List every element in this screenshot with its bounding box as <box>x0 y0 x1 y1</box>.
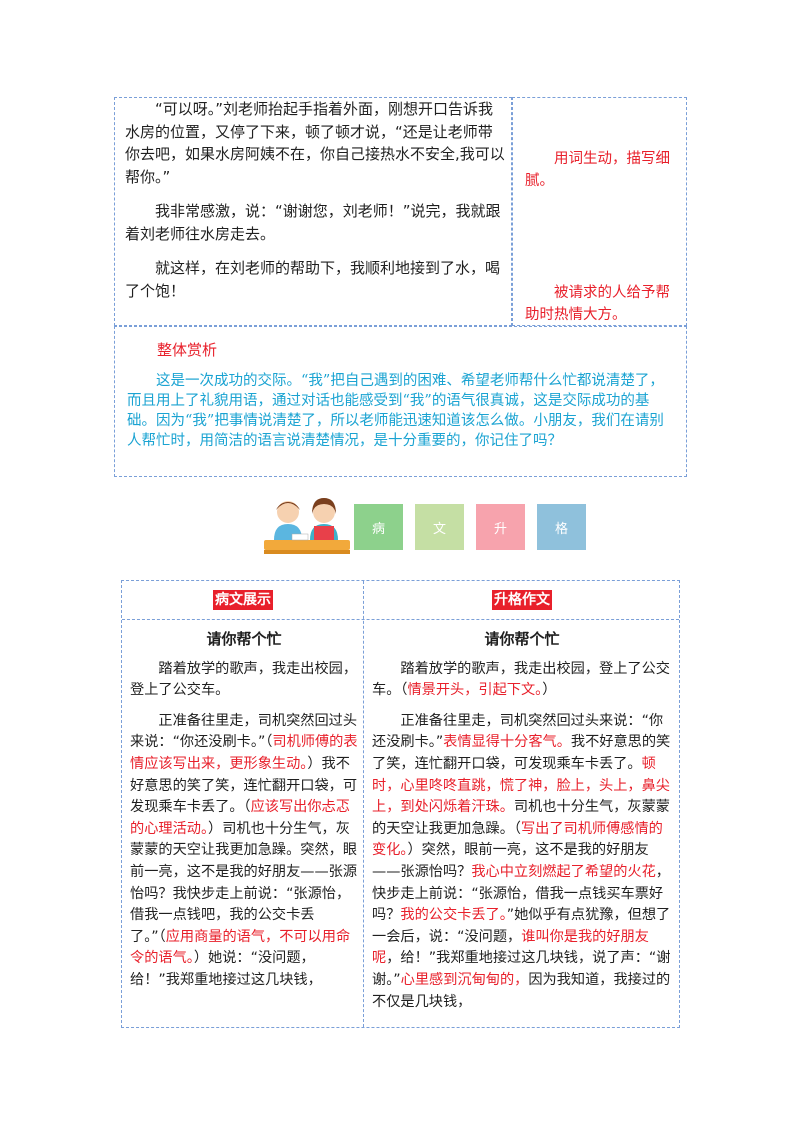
reading-kids-illustration <box>264 498 350 554</box>
comparison-table: 病文展示 升格作文 请你帮个忙 踏着放学的歌声，我走出校园，登上了公交车。 正准… <box>121 580 680 1028</box>
summary-section: 整体赏析 这是一次成功的交际。“我”把自己遇到的困难、希望老师帮什么忙都说清楚了… <box>114 326 687 477</box>
banner-tile: 格 <box>537 504 586 550</box>
essay-title: 请你帮个忙 <box>206 630 282 648</box>
essay-paragraph: 正准备往里走，司机突然回过头来说：“你还没刷卡。”表情显得十分客气。我不好意思的… <box>372 712 671 1010</box>
essay-paragraph: 正准备往里走，司机突然回过头来说：“你还没刷卡。”（司机师傅的表情应该写出来，更… <box>130 712 358 988</box>
comment: 用词生动，描写细腻。 <box>525 151 670 189</box>
banner-tile: 文 <box>415 504 464 550</box>
section-banner: 病 文 升 格 <box>262 494 592 564</box>
essay-paragraph: 踏着放学的歌声，我走出校园，登上了公交车。 <box>130 660 358 699</box>
summary-title: 整体赏析 <box>157 341 218 359</box>
left-header: 病文展示 <box>213 590 273 610</box>
story-paragraph: “可以呀。”刘老师抬起手指着外面，刚想开口告诉我水房的位置，又停了下来，顿了顿才… <box>125 100 505 186</box>
comment: 被请求的人给予帮助时热情大方。 <box>525 285 670 323</box>
right-header: 升格作文 <box>492 590 552 610</box>
banner-tile: 升 <box>476 504 525 550</box>
improved-essay-column: 请你帮个忙 踏着放学的歌声，我走出校园，登上了公交车。（情景开头，引起下文。） … <box>372 629 672 1022</box>
banner-tile: 病 <box>354 504 403 550</box>
story-paragraph: 就这样，在刘老师的帮助下，我顺利地接到了水，喝了个饱！ <box>125 259 501 300</box>
story-text-cell: “可以呀。”刘老师抬起手指着外面，刚想开口告诉我水房的位置，又停了下来，顿了顿才… <box>114 97 512 326</box>
story-comment-cell: 用词生动，描写细腻。 被请求的人给予帮助时热情大方。 <box>512 97 687 326</box>
flawed-essay-column: 请你帮个忙 踏着放学的歌声，我走出校园，登上了公交车。 正准备往里走，司机突然回… <box>130 629 358 1001</box>
summary-body: 这是一次成功的交际。“我”把自己遇到的困难、希望老师帮什么忙都说清楚了，而且用上… <box>127 373 664 449</box>
essay-title: 请你帮个忙 <box>484 630 560 648</box>
essay-paragraph: 踏着放学的歌声，我走出校园，登上了公交车。（情景开头，引起下文。） <box>372 660 670 699</box>
story-paragraph: 我非常感激，说：“谢谢您，刘老师！”说完，我就跟着刘老师往水房走去。 <box>125 202 501 243</box>
